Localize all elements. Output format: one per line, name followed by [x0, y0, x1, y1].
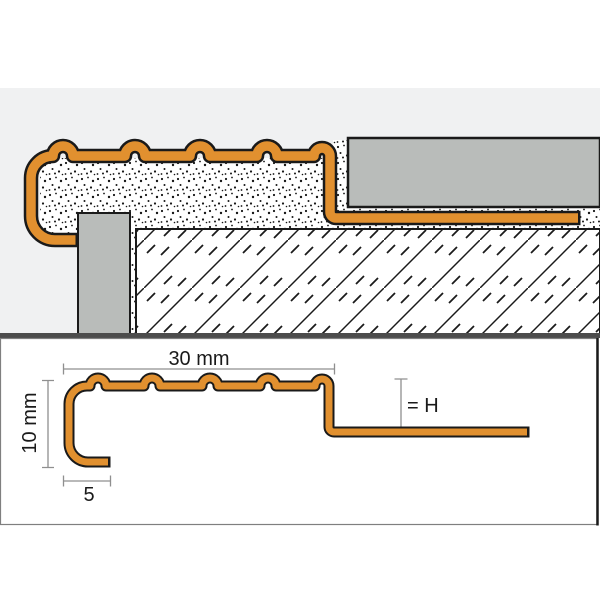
dimension-line-height	[42, 379, 54, 469]
dimension-height-label: 10 mm	[19, 392, 41, 453]
dimension-tile-height-label: = H	[407, 395, 439, 417]
installation-cross-section	[0, 0, 600, 338]
profile-body-installed	[26, 141, 578, 245]
ground-line	[0, 333, 600, 338]
dimension-width-label: 30 mm	[168, 348, 229, 370]
mortar-strip-texture	[128, 230, 138, 333]
riser-tile	[77, 212, 131, 336]
floor-tile	[346, 136, 600, 209]
dimension-line-width	[62, 363, 336, 375]
substrate-hatched	[135, 228, 600, 335]
dimension-line-lip	[62, 475, 112, 487]
profile-body-drawing	[65, 374, 527, 466]
profile-dimension-drawing: 30 mm 10 mm 5 = H	[0, 337, 599, 526]
dimension-line-tile-height	[394, 378, 408, 427]
dimension-lip-label: 5	[83, 484, 94, 506]
top-white-band	[0, 0, 600, 88]
